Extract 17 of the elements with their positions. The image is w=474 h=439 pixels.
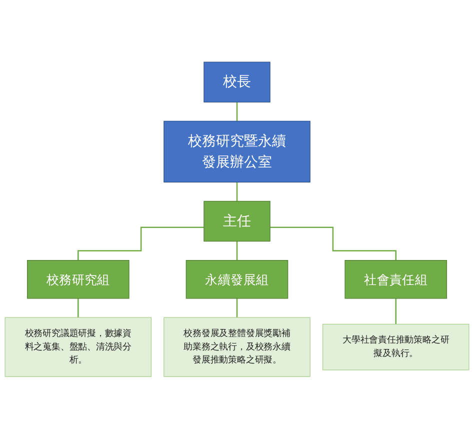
node-box: 永續發展組 [186,260,288,299]
connector [236,240,238,262]
node-box: 主任 [204,201,270,242]
connector [78,298,79,318]
node-box: 校務研究議題研擬，數據資料之蒐集、盤點、清洗與分析。 [4,317,152,378]
connector [78,226,204,262]
node-box: 校務研究暨永續發展辦公室 [164,121,310,183]
connector [236,298,238,318]
node-box: 大學社會責任推動策略之研擬及執行。 [322,324,470,370]
connector [236,182,238,202]
connector [270,226,396,262]
connector [395,298,396,325]
node-box: 社會責任組 [344,260,447,299]
node-box: 校務發展及整體發展獎勵補助業務之執行，及校務永續發展推動策略之研擬。 [164,317,310,378]
node-box: 校長 [204,62,270,103]
node-box: 校務研究組 [27,260,130,299]
connector [236,102,238,122]
